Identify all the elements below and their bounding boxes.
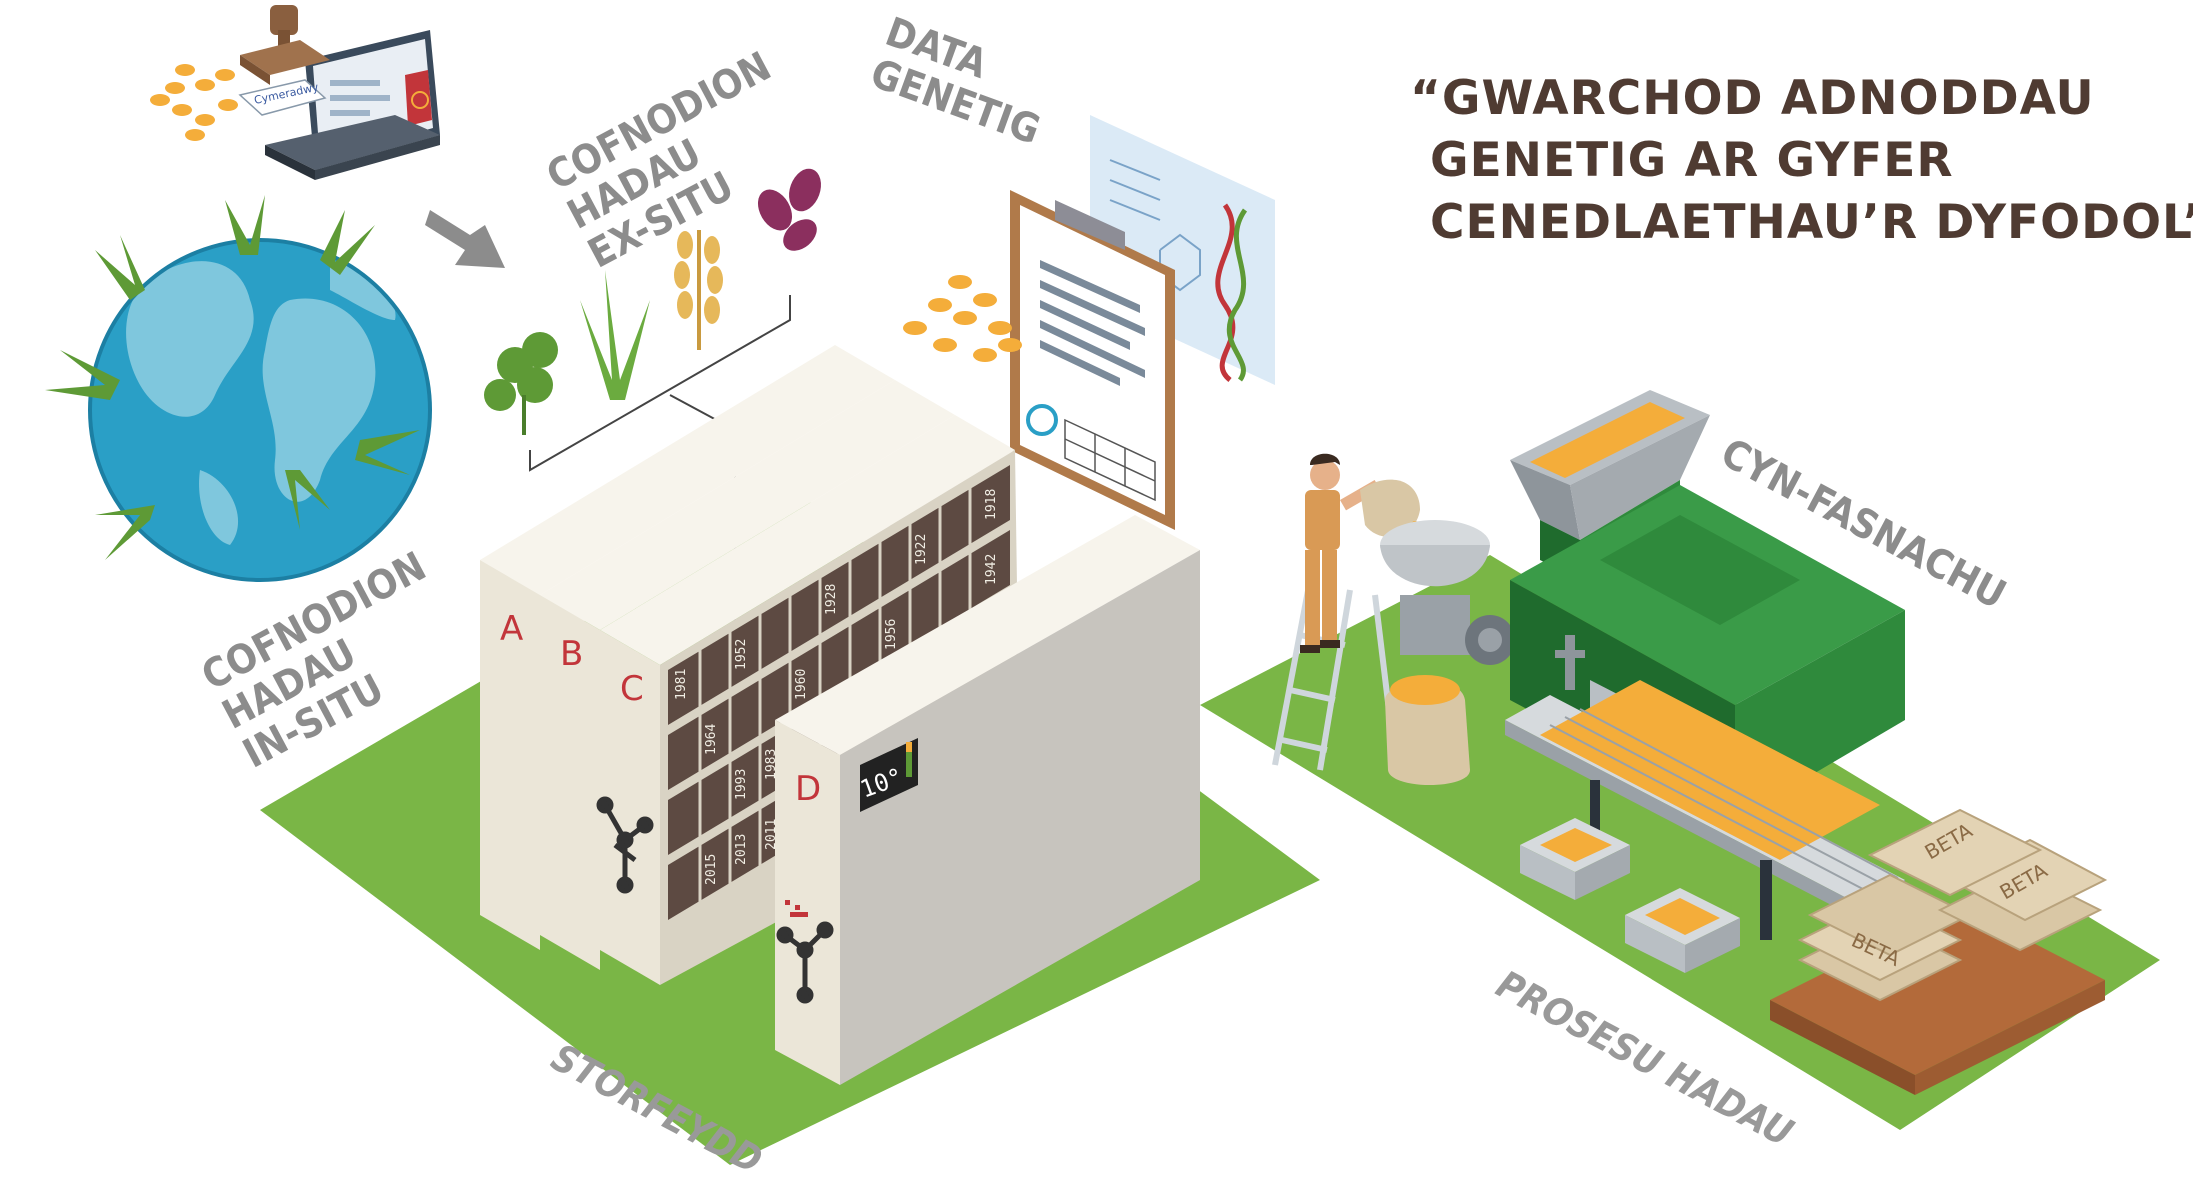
shelf-letter-b: B [560, 634, 583, 674]
clover-icon [484, 332, 558, 435]
drawer-label: 1952 [734, 639, 749, 670]
drawer-label: 1918 [984, 489, 999, 520]
seed-sack-icon [1385, 675, 1470, 785]
drawer-label: 2015 [704, 854, 719, 885]
headline-quote: “GWARCHOD ADNODDAU GENETIG AR GYFER CENE… [1410, 68, 2193, 254]
quote-line-1: “GWARCHOD ADNODDAU [1410, 71, 2095, 126]
seed-pile-icon [903, 275, 1022, 362]
shelf-letter-c: C [620, 669, 644, 709]
drawer-label: 2013 [734, 834, 749, 865]
seed-pile-icon [150, 64, 238, 141]
drawer-label: 1993 [734, 769, 749, 800]
globe-icon [45, 195, 432, 582]
status-led-icon [785, 900, 808, 917]
grass-plant-icon [580, 270, 650, 400]
arrow-icon [425, 210, 505, 268]
quote-line-3: CENEDLAETHAU’R DYFODOL” [1430, 195, 2193, 250]
worker-icon [1300, 453, 1429, 653]
drawer-year-labels: 1981 1952 1928 1922 1918 1964 1960 1956 … [674, 489, 999, 885]
approval-stamp-icon: Cymeradwy [238, 5, 330, 116]
seed-processing-machine [1505, 390, 1905, 973]
rotary-handle-icon [776, 921, 834, 1004]
mobile-shelving-units: 1981 1952 1928 1922 1918 1964 1960 1956 … [480, 345, 1200, 1085]
beta-sacks: BETA BETA BETA [1797, 808, 2108, 1002]
drawer-label: 1922 [914, 534, 929, 565]
drawer-label: 1964 [704, 724, 719, 755]
quote-line-2: GENETIG AR GYFER [1430, 133, 1954, 188]
oat-plant-icon [674, 230, 723, 350]
seed-bowl-icon [1380, 520, 1515, 665]
drawer-label: 1928 [824, 584, 839, 615]
rotary-handle-icon [596, 796, 654, 894]
shelf-letter-d: D [795, 769, 821, 809]
laptop-icon [265, 30, 440, 180]
drawer-label: 1981 [674, 669, 689, 700]
clipboard-icon [1010, 190, 1175, 530]
drawer-label: 1956 [884, 619, 899, 650]
drawer-label: 1960 [794, 669, 809, 700]
shelf-letter-a: A [500, 609, 523, 649]
bean-icon [757, 168, 821, 251]
drawer-label: 1942 [984, 554, 999, 585]
